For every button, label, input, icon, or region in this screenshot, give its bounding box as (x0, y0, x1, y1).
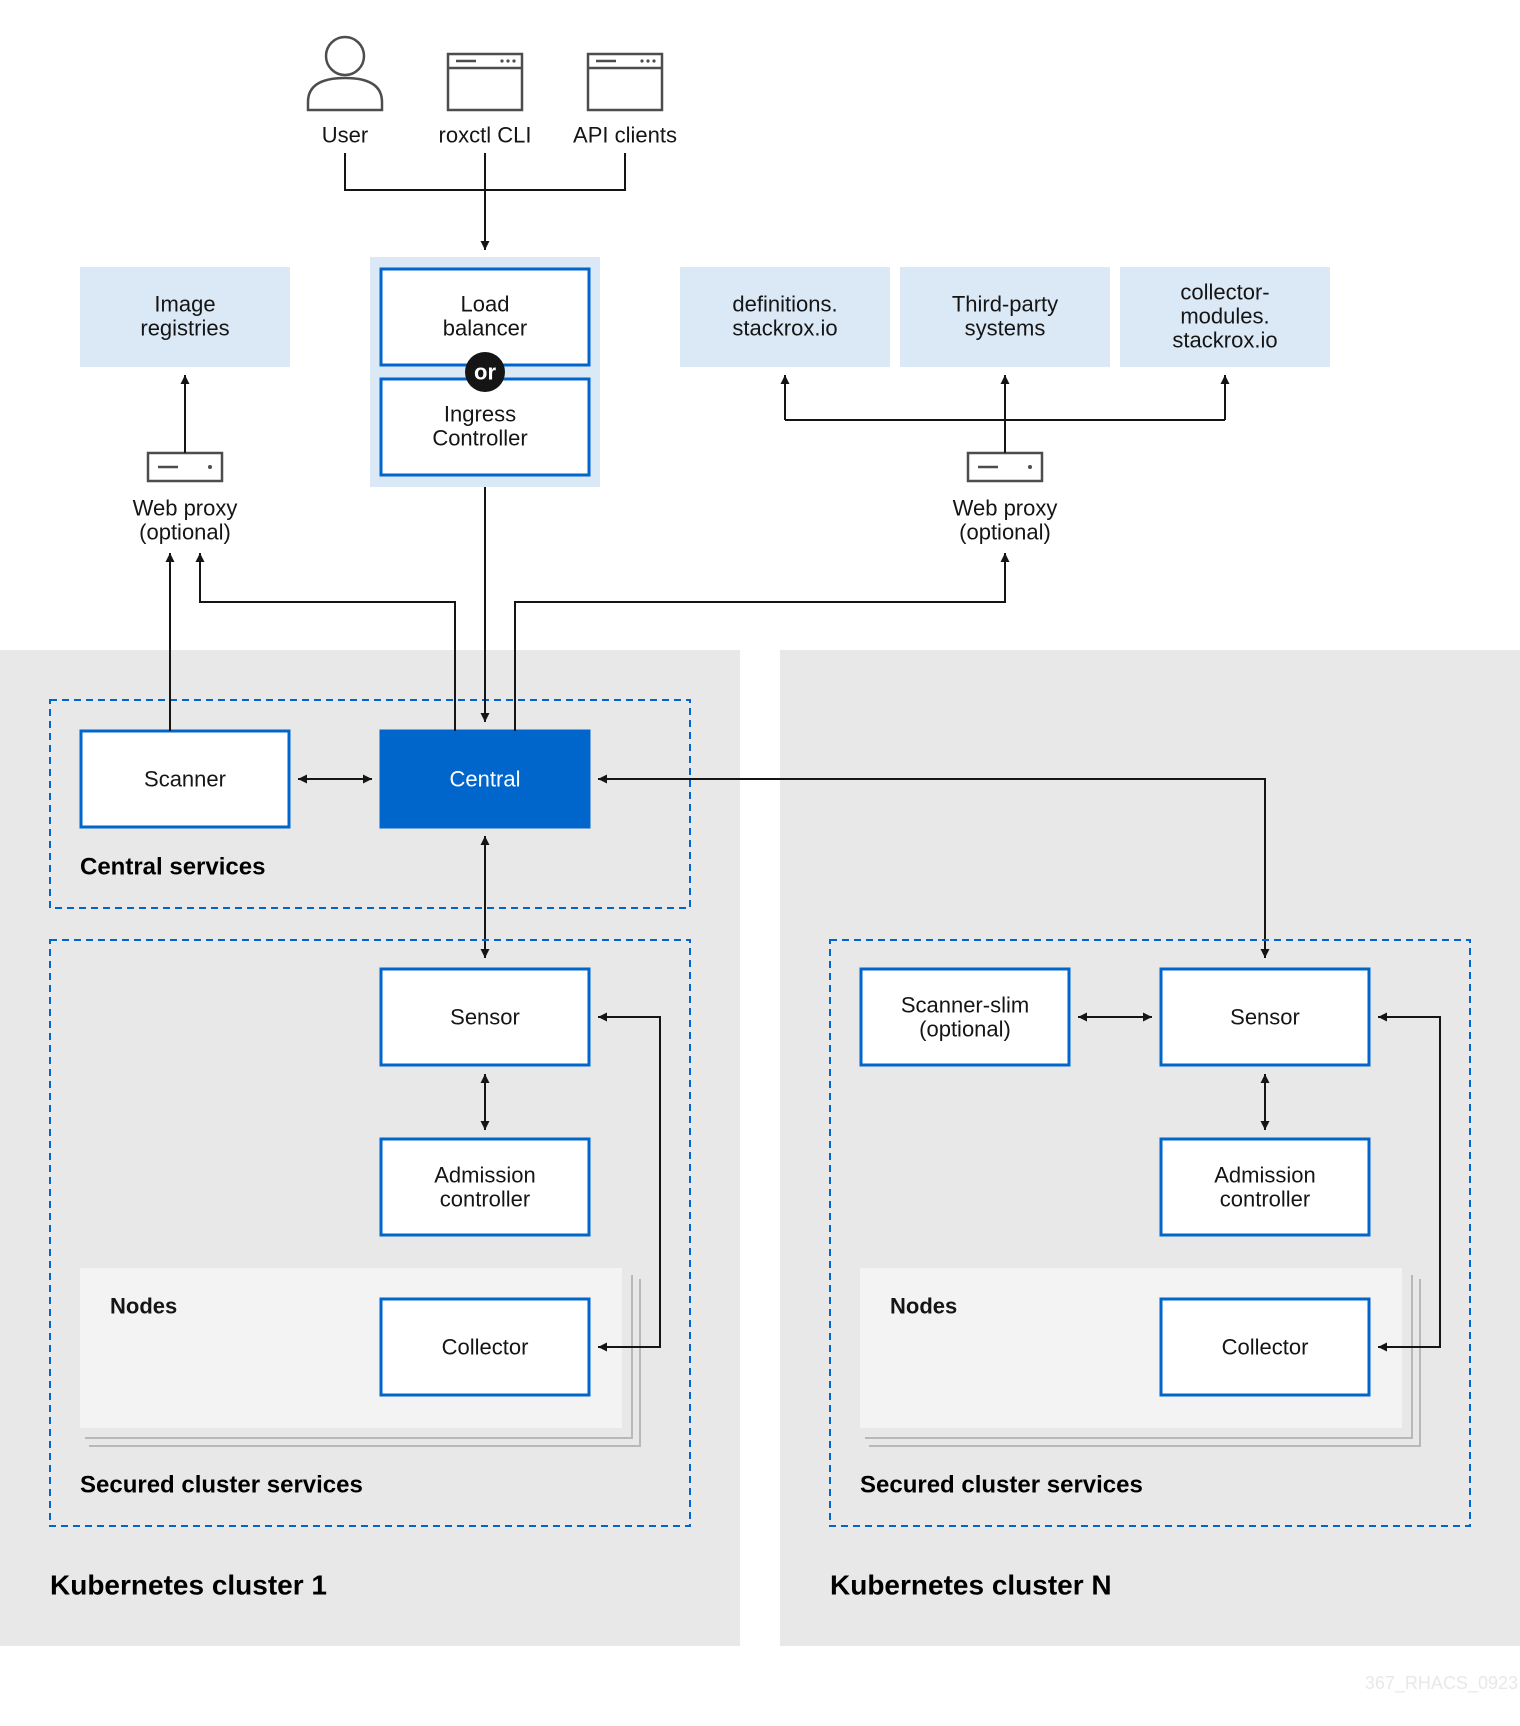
sensor-n-label: Sensor (1230, 1005, 1300, 1030)
collector-1-label: Collector (442, 1335, 529, 1360)
left-proxy-icon (146, 451, 224, 483)
load-balancer-box (379, 267, 591, 367)
image-registries-box (80, 267, 290, 367)
admission-controller-1-label-line2: controller (440, 1187, 530, 1212)
collector-modules-label-line3: stackrox.io (1172, 328, 1277, 353)
sensor-collector-1-arrow (598, 1012, 661, 1352)
definitions-label-line2: stackrox.io (732, 316, 837, 341)
left-proxy-label-line1: Web proxy (133, 496, 238, 521)
user-label: User (322, 123, 368, 148)
scanner-label: Scanner (144, 767, 226, 792)
nodes-1-stack-back (89, 1279, 641, 1447)
or-badge-label: or (474, 360, 496, 385)
left-proxy-label-line2: (optional) (139, 520, 231, 545)
central-to-sensor-n-arrow (598, 774, 1270, 958)
secured-services-1-title: Secured cluster services (80, 1472, 363, 1499)
third-party-label-line1: Third-party (952, 292, 1058, 317)
load-balancer-label-line2: balancer (443, 316, 527, 341)
scanner-slim-box (859, 967, 1071, 1067)
collector-1-box (379, 1297, 591, 1397)
definitions-box (680, 267, 890, 367)
cluster-n-title: Kubernetes cluster N (830, 1570, 1112, 1601)
roxctl-window-icon (446, 52, 524, 112)
sensor-collector-n-arrow (1378, 1012, 1441, 1352)
admission-controller-n-label-line1: Admission (1214, 1163, 1315, 1188)
scanner-slim-label-line2: (optional) (919, 1017, 1011, 1042)
third-party-box (900, 267, 1110, 367)
image-registries-label-line2: registries (140, 316, 229, 341)
ingress-controller-box (379, 377, 591, 477)
collector-modules-label-line1: collector- (1180, 280, 1269, 305)
image-registries-label-line1: Image (154, 292, 215, 317)
sensor-n-box (1159, 967, 1371, 1067)
central-label: Central (450, 767, 521, 792)
nodes-1-title: Nodes (110, 1294, 177, 1319)
definitions-label-line1: definitions. (732, 292, 837, 317)
nodes-n-stack-back (869, 1279, 1421, 1447)
central-services-title: Central services (80, 854, 265, 881)
collector-n-label: Collector (1222, 1335, 1309, 1360)
nodes-n-stack-middle (865, 1275, 1413, 1439)
admission-controller-n-box (1159, 1137, 1371, 1237)
secured-services-n-title: Secured cluster services (860, 1472, 1143, 1499)
admission-controller-1-label-line1: Admission (434, 1163, 535, 1188)
right-proxy-icon (966, 451, 1044, 483)
collector-modules-label-line2: modules. (1180, 304, 1269, 329)
api-clients-label: API clients (573, 123, 677, 148)
third-party-label-line2: systems (965, 316, 1046, 341)
admission-controller-n-label-line2: controller (1220, 1187, 1310, 1212)
or-badge (465, 352, 505, 392)
scanner-box (79, 729, 291, 829)
collector-modules-box (1120, 267, 1330, 367)
load-balancer-label-line1: Load (461, 292, 510, 317)
right-proxy-label-line2: (optional) (959, 520, 1051, 545)
nodes-1-stack-middle (85, 1275, 633, 1439)
central-to-left-proxy-arrow (195, 553, 456, 731)
collector-n-box (1159, 1297, 1371, 1397)
sensor-1-label: Sensor (450, 1005, 520, 1030)
cluster-1-title: Kubernetes cluster 1 (50, 1570, 327, 1601)
sensor-1-box (379, 967, 591, 1067)
ingress-controller-label-line2: Controller (432, 426, 527, 451)
central-box (379, 729, 591, 829)
api-clients-window-icon (586, 52, 664, 112)
nodes-n-title: Nodes (890, 1294, 957, 1319)
user-icon (306, 35, 384, 112)
diagram-id-watermark: 367_RHACS_0923 (1365, 1673, 1518, 1694)
scanner-slim-label-line1: Scanner-slim (901, 993, 1029, 1018)
central-to-right-proxy-arrow (514, 553, 1010, 731)
ingress-controller-label-line1: Ingress (444, 402, 516, 427)
roxctl-label: roxctl CLI (439, 123, 532, 148)
right-proxy-label-line1: Web proxy (953, 496, 1058, 521)
admission-controller-1-box (379, 1137, 591, 1237)
